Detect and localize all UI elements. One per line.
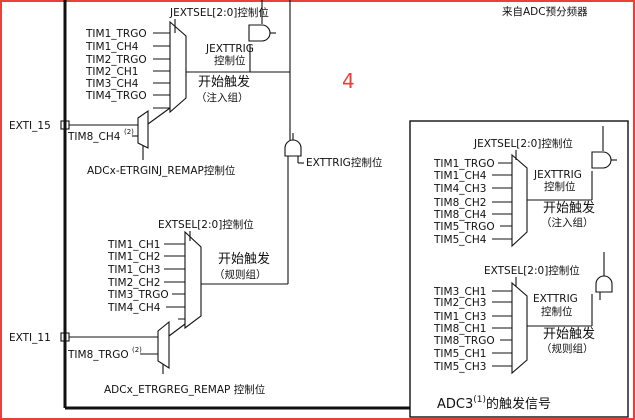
adc3-caption: ADC3(1)的触发信号: [437, 395, 551, 412]
injected-input-labels: TIM1_TRGO TIM1_CH4 TIM2_TRGO TIM2_CH1 TI…: [85, 28, 147, 102]
adc3-regular-inputs: TIM3_CH1 TIM2_CH3 TIM1_CH3 TIM8_CH1 TIM8…: [433, 286, 495, 373]
input-label: TIM5_TRGO: [433, 221, 495, 233]
injected-trigger-block: JEXTSEL[2:0]控制位 TIM1_TRGO TIM1_CH4 TIM2_…: [9, 0, 290, 177]
input-label: TIM5_CH1: [433, 348, 486, 360]
adc3-injected-mux: [511, 153, 528, 248]
region-number: 4: [342, 69, 355, 93]
input-label: TIM1_TRGO: [433, 158, 495, 170]
extsel-label: EXTSEL[2:0]控制位: [158, 218, 254, 231]
input-label: TIM1_CH3: [433, 311, 486, 323]
regular-remap-label: ADCx_ETRGREG_REMAP 控制位: [104, 383, 266, 396]
adc3-exttrig-label-2: 控制位: [541, 305, 573, 318]
jexttrig-label: JEXTTRIG: [205, 43, 254, 55]
input-label: TIM1_CH3: [107, 264, 160, 276]
input-label: TIM1_CH4: [85, 41, 139, 53]
adc3-regular-mux: [511, 281, 528, 375]
adc3-box: [409, 120, 629, 418]
input-label: TIM1_CH4: [433, 170, 487, 182]
input-label: TIM1_CH1: [107, 239, 160, 251]
remap-input-sup: (2): [124, 128, 134, 136]
regular-remap-input-label: TIM8_TRGO: [67, 349, 129, 361]
input-label: TIM2_TRGO: [85, 54, 147, 66]
input-label: TIM8_CH1: [433, 323, 486, 335]
input-label: TIM4_CH4: [107, 302, 161, 314]
input-label: TIM3_CH4: [85, 78, 139, 90]
jextsel-label: JEXTSEL[2:0]控制位: [169, 6, 269, 19]
input-label: TIM5_CH3: [433, 361, 486, 373]
adc3-exttrig-label: EXTTRIG: [533, 293, 578, 305]
exttrig-and-gate: [284, 139, 302, 157]
adc3-start-trigger-label: 开始触发: [543, 200, 595, 216]
adc3-injected-block: JEXTSEL[2:0]控制位 TIM1_TRGO TIM1_CH4 TIM4_…: [433, 126, 617, 248]
exti11-label: EXTI_11: [9, 332, 51, 344]
adc3-regular-and-gate: [595, 275, 613, 293]
input-label: TIM8_CH4: [433, 209, 487, 221]
injected-group-label: （注入组）: [196, 91, 249, 104]
exti15-label: EXTI_15: [9, 120, 51, 132]
input-label: TIM2_CH2: [107, 277, 160, 289]
regular-remap-mux: [157, 320, 170, 370]
input-label: TIM3_TRGO: [107, 289, 169, 301]
injected-and-gate: [248, 24, 271, 42]
adc3-regular-group-label: （规则组）: [541, 342, 594, 355]
adc3-injected-and-gate: [591, 151, 612, 169]
input-label: TIM8_TRGO: [433, 335, 495, 347]
input-label: TIM4_TRGO: [85, 90, 147, 102]
input-label: TIM8_CH2: [433, 197, 486, 209]
regular-mux: [184, 230, 202, 330]
injected-remap-label: ADCx-ETRGINJ_REMAP控制位: [87, 164, 236, 177]
adc3-injected-group-label: （注入组）: [541, 216, 594, 229]
injected-remap-mux: [137, 109, 149, 149]
injected-mux: [169, 20, 187, 114]
regular-trigger-block: EXTSEL[2:0]控制位 TIM1_CH1 TIM1_CH2 TIM1_CH…: [9, 218, 288, 396]
adc3-jexttrig-label: JEXTTRIG: [533, 169, 582, 181]
regular-input-labels: TIM1_CH1 TIM1_CH2 TIM1_CH3 TIM2_CH2 TIM3…: [107, 239, 169, 314]
exttrig-label: EXTTRIG控制位: [306, 156, 383, 169]
input-label: TIM1_TRGO: [85, 28, 147, 40]
prescaler-label: 来自ADC预分频器: [502, 5, 588, 18]
input-label: TIM5_CH4: [433, 234, 487, 246]
adc3-extsel-label: EXTSEL[2:0]控制位: [484, 264, 580, 277]
remap-input-label: TIM8_CH4: [67, 131, 121, 143]
adc3-jextsel-label: JEXTSEL[2:0]控制位: [473, 137, 573, 150]
adc3-jexttrig-label-2: 控制位: [544, 180, 576, 193]
input-label: TIM3_CH1: [433, 286, 486, 298]
adc3-regular-block: EXTSEL[2:0]控制位 TIM3_CH1 TIM2_CH3 TIM1_CH…: [433, 252, 613, 375]
adc3-injected-inputs: TIM1_TRGO TIM1_CH4 TIM4_CH3 TIM8_CH2 TIM…: [433, 158, 495, 246]
input-label: TIM1_CH2: [107, 251, 160, 263]
input-label: TIM2_CH1: [85, 66, 138, 78]
regular-group-label: （规则组）: [214, 268, 267, 281]
start-trigger-label: 开始触发: [218, 251, 270, 267]
jexttrig-label-2: 控制位: [214, 54, 246, 67]
start-trigger-label: 开始触发: [198, 74, 250, 90]
adc3-start-trigger-label-regular: 开始触发: [543, 326, 595, 342]
input-label: TIM2_CH3: [433, 297, 486, 309]
regular-remap-input-sup: (2): [132, 346, 142, 354]
input-label: TIM4_CH3: [433, 183, 486, 195]
